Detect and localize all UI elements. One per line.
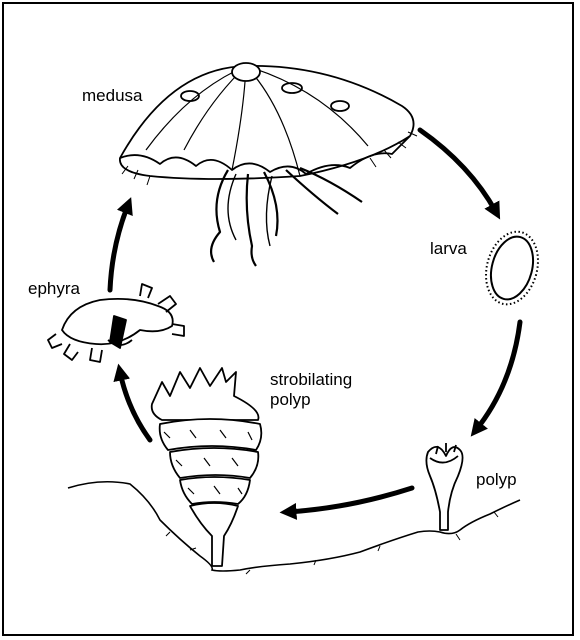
arrow-ephyra-to-medusa bbox=[110, 205, 128, 290]
arrow-medusa-to-larva bbox=[420, 130, 496, 212]
arrow-strobilating-to-ephyra bbox=[120, 372, 150, 440]
medusa-illustration bbox=[120, 63, 417, 266]
strobilating-polyp-illustration bbox=[152, 368, 262, 566]
label-medusa: medusa bbox=[82, 86, 142, 106]
label-larva: larva bbox=[430, 239, 467, 259]
arrow-larva-to-polyp bbox=[476, 322, 520, 430]
label-polyp: polyp bbox=[476, 470, 517, 490]
polyp-illustration bbox=[426, 443, 462, 530]
label-strobilating-polyp: strobilating polyp bbox=[270, 370, 352, 410]
larva-illustration bbox=[478, 226, 545, 310]
label-ephyra: ephyra bbox=[28, 279, 80, 299]
arrow-polyp-to-strobilating bbox=[288, 488, 412, 512]
seabed-illustration bbox=[68, 482, 520, 574]
